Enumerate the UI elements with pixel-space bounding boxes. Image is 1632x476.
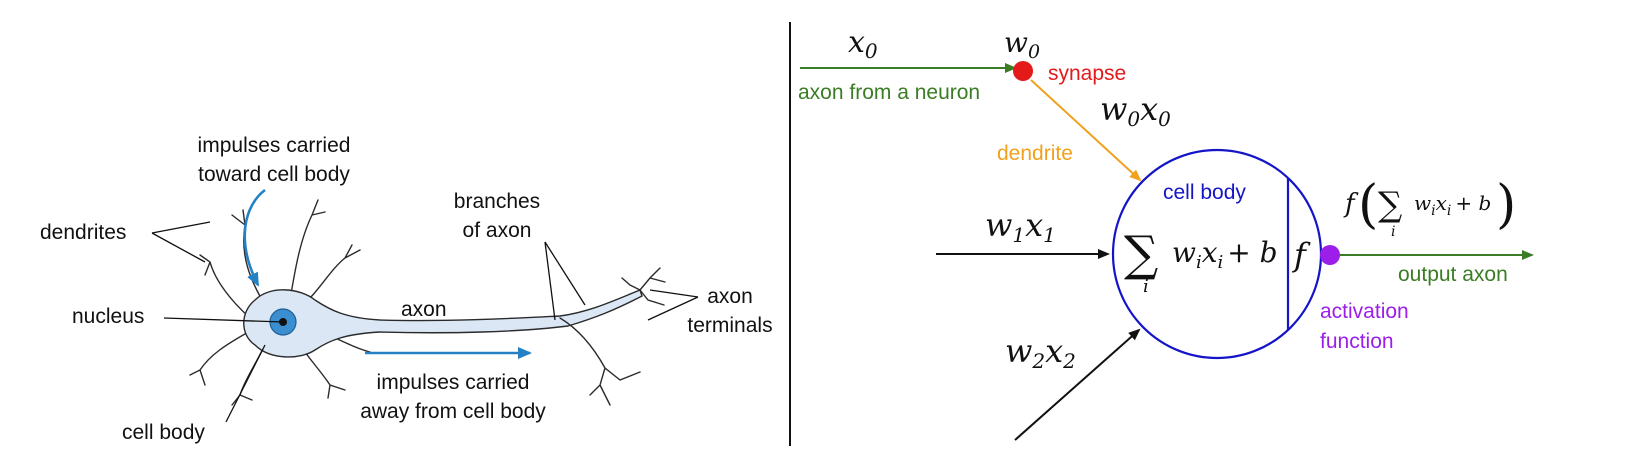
label-impulses-away-1: impulses carried [377,371,530,394]
sum-symbol: ∑ [1124,226,1158,282]
activation-dot [1320,245,1340,265]
label-branches-2: of axon [463,219,532,242]
label-impulses-toward-2: toward cell body [198,163,350,186]
label-output-axon: output axon [1398,263,1508,286]
label-dendrite: dendrite [997,142,1073,165]
sum-expression: ∑ i wixi+ b f [1124,226,1311,297]
label-activation-2: function [1320,330,1394,353]
label-w0: w0 [1004,26,1040,63]
input-w2x2-arrow [1014,328,1141,441]
label-cell-body-left: cell body [122,421,205,444]
label-w0x0: w0x0 [1100,90,1171,131]
sum-index: i [1143,276,1149,297]
label-activation-1: activation [1320,300,1409,323]
output-formula: f ( ∑ i wixi+ b ) [1343,175,1516,240]
label-axon-from-neuron: axon from a neuron [798,81,980,104]
sum-terms: wixi+ b [1172,236,1278,273]
label-dendrites: dendrites [40,221,126,244]
label-nucleus: nucleus [72,305,144,328]
dendrite-arrow [1030,79,1142,182]
output-rparen: ) [1496,175,1516,235]
label-w2x2: w2x2 [1005,332,1076,373]
label-x0: x0 [848,25,878,63]
label-w1x1: w1x1 [985,206,1056,247]
biological-neuron: dendrites impulses carried toward cell b… [40,134,773,444]
label-synapse: synapse [1048,62,1126,85]
label-terminals-2: terminals [687,314,772,337]
label-impulses-away-2: away from cell body [360,400,546,423]
output-sum: ∑ [1378,185,1402,225]
output-lparen: ( [1358,175,1378,235]
mathematical-neuron: x0 w0 w0x0 w1x1 w2x2 ∑ i wixi+ b f f ( ∑… [798,25,1534,441]
output-terms: wixi+ b [1414,191,1491,219]
label-axon: axon [401,298,447,321]
label-cell-body-right: cell body [1163,181,1246,204]
synapse-dot [1013,61,1033,81]
output-index: i [1391,224,1395,240]
activation-f: f [1292,236,1311,274]
impulse-toward-arrow [243,188,266,287]
axon-terminal-branches [559,267,666,406]
label-impulses-toward-1: impulses carried [198,134,351,157]
label-branches-1: branches [454,190,540,213]
label-terminals-1: axon [707,285,753,308]
neuron-cell-body-shape [243,289,643,358]
output-f: f [1343,189,1359,219]
left-leader-lines [151,221,699,423]
